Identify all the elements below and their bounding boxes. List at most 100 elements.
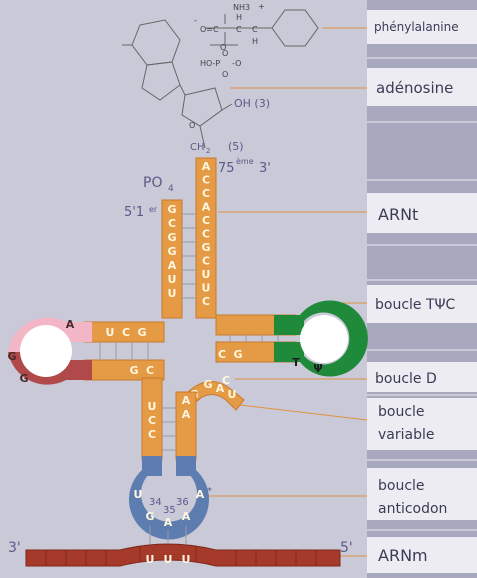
nucleotide-codon-2: U [182,553,191,566]
phenyl-ring [271,9,319,47]
seventyfive-label: 75 [218,161,235,176]
chem-o3: O [222,70,228,79]
anticodon-label-box [367,468,477,520]
chem-p-o: -O [232,59,241,68]
nucleotide-acceptor_3_strand-2: C [202,187,210,200]
nucleotide-anticodon-4: A [196,488,205,501]
star-mark: * [207,486,212,497]
nucleotide-t_loop-1: Ψ [313,362,322,375]
acceptor-pairs [182,213,196,299]
nucleotide-acceptor_5_strand-4: A [168,259,177,272]
nucleotide-acceptor_3_strand-5: C [202,228,210,241]
codon-pairs [149,526,187,544]
t-arm [215,300,368,377]
leader-lines [205,27,368,557]
adenosine-label-box [367,68,477,106]
nucleotide-acceptor_3_strand-4: C [202,214,210,227]
label-arnm: ARNm [378,546,428,565]
label-boucle-anticodon-1: boucle [378,478,425,494]
nucleotide-variable-2: A [216,382,225,395]
nucleotide-t_loop-0: T [292,356,300,369]
nucleotide-anticodon_stem-4: A [182,408,191,421]
nucleotide-anticodon-3: A [182,510,191,523]
chem-plus: + [258,2,265,11]
five-paren-label: (5) [228,140,244,153]
nucleotide-acceptor_3_strand-1: C [202,174,210,187]
po4-label: PO [143,175,162,191]
chem-c2: C [252,25,258,34]
num-34: 34 [149,497,162,508]
chem-h1: H [236,13,242,22]
anticodon-pairs [162,407,176,451]
nucleotide-codon-0: U [146,553,155,566]
arnm-label-box [367,537,477,573]
nucleotide-d_arm_bottom-0: G [129,364,138,377]
nucleotide-d_loop-0: A [66,318,75,331]
nucleotide-d_arm_top-2: G [137,326,146,339]
nucleotide-acceptor_5_strand-1: C [168,217,176,230]
label-boucle-d: boucle D [375,371,437,387]
nucleotide-acceptor_3_strand-10: C [202,295,210,308]
num-36: 36 [176,497,189,508]
nucleotide-t_arm-1: G [233,348,242,361]
nucleotide-variable-0: C [222,374,230,387]
nucleotide-d_arm_top-1: C [122,326,130,339]
chem-o2: O [222,49,228,58]
nucleotide-d_loop-2: G [19,372,28,385]
label-phenylalanine: phénylalanine [374,20,459,34]
label-boucle-tpsic: boucle TΨC [375,297,456,313]
three-prime-top: 3' [259,161,271,176]
nucleotide-anticodon_stem-1: U [148,400,157,413]
nucleotide-d_arm_top-0: U [106,326,115,339]
t-arm-pairs [229,335,279,342]
nucleotide-acceptor_5_strand-2: G [167,231,176,244]
nucleotide-anticodon_stem-0: A [182,394,191,407]
nucleotide-anticodon-2: A [164,516,173,529]
d-loop-label-box [367,362,477,392]
d-arm-pairs [99,342,149,360]
phenylalanine-label-box [367,10,477,44]
chem-o-c: O=C [200,25,219,34]
nucleotide-acceptor_3_strand-6: G [201,241,210,254]
nucleotide-acceptor_3_strand-7: C [202,255,210,268]
mrna-5-label: 5' [340,540,353,556]
amino-acid-structure [205,9,319,47]
mrna-strand [25,543,341,567]
nucleotide-d_arm_bottom-1: C [146,364,154,377]
label-boucle-variable-2: variable [378,427,434,443]
nucleotide-acceptor_3_strand-0: A [202,160,211,173]
label-adenosine: adénosine [376,79,453,97]
acceptor-stem [161,157,217,319]
label-arnt: ARNt [378,205,418,224]
nucleotide-codon-1: U [164,553,173,566]
ch2-sub: 2 [206,147,210,155]
nucleotide-d_loop-1: G [7,350,16,363]
d-loop-letters: A GG [7,318,74,385]
nucleotide-anticodon-0: U [134,488,143,501]
chem-minus: - [194,16,197,25]
chem-o1: O [220,43,226,52]
adenosine-structure [122,19,233,149]
oh3-label: OH (3) [234,97,270,110]
anticodon-stem [141,377,197,461]
mrna-ticks [45,546,317,566]
five-prime-first: 5'1 [124,205,144,220]
nucleotide-acceptor_3_strand-9: U [202,282,211,295]
ch2-label: CH [190,142,205,153]
variable-label-box [367,398,477,450]
chem-ring-o: O [189,121,195,130]
variable-loop [187,381,245,411]
nucleotide-acceptor_3_strand-8: U [202,268,211,281]
chem-ho-p: HO-P [200,59,220,68]
arnt-label-box [367,193,477,233]
nucleotide-variable-3: G [203,378,212,391]
label-column-dividers [367,57,477,531]
tpsic-label-box [367,285,477,323]
